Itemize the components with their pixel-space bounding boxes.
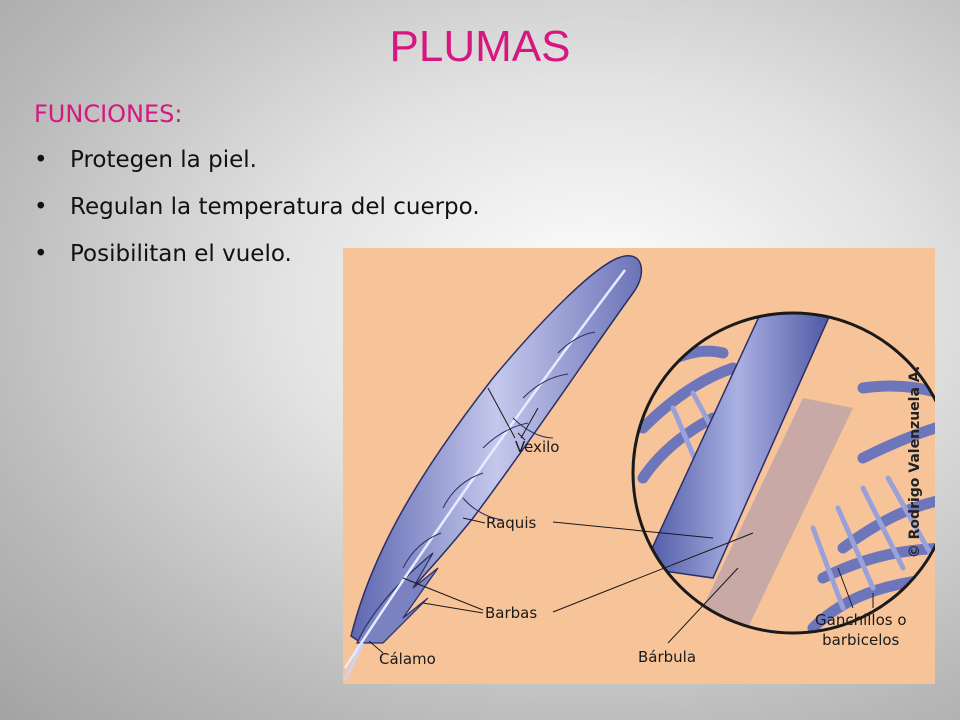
bullet-list: • Protegen la piel. • Regulan la tempera…: [34, 143, 480, 284]
label-vexilo: Vexilo: [515, 438, 560, 456]
feather-illustration: Vexilo Raquis Barbas Cálamo Bárbula Ganc…: [343, 248, 935, 684]
bullet-text: Posibilitan el vuelo.: [70, 241, 292, 267]
bullet-text: Regulan la temperatura del cuerpo.: [70, 194, 480, 220]
magnifier-content: [637, 313, 935, 633]
bullet-text: Protegen la piel.: [70, 147, 257, 173]
label-barbula: Bárbula: [638, 648, 697, 666]
feather-drawing: [343, 255, 935, 681]
bullet-glyph: •: [34, 194, 48, 220]
bullet-item: • Regulan la temperatura del cuerpo.: [34, 190, 480, 237]
magnifier-circle-outline: [631, 311, 935, 635]
label-calamo: Cálamo: [379, 650, 436, 668]
label-ganchillos: Ganchillos o barbicelos: [815, 610, 907, 650]
bullet-glyph: •: [34, 241, 48, 267]
slide-subtitle: FUNCIONES:: [34, 100, 183, 128]
copyright-text: © Rodrigo Valenzuela A.: [907, 365, 923, 559]
feather-vane: [350, 255, 643, 645]
label-raquis: Raquis: [486, 514, 537, 532]
feather-calamus: [343, 642, 365, 681]
label-ganchillos-line2: barbicelos: [822, 631, 900, 649]
bullet-item: • Protegen la piel.: [34, 143, 480, 190]
label-ganchillos-line1: Ganchillos o: [815, 611, 907, 629]
label-barbas: Barbas: [485, 604, 538, 622]
slide-title: PLUMAS: [389, 22, 571, 71]
bullet-item: • Posibilitan el vuelo.: [34, 237, 480, 284]
feather-rachis: [343, 269, 626, 669]
leader-lines: [368, 387, 874, 654]
bullet-glyph: •: [34, 147, 48, 173]
feather-barb-lines: [402, 331, 596, 569]
